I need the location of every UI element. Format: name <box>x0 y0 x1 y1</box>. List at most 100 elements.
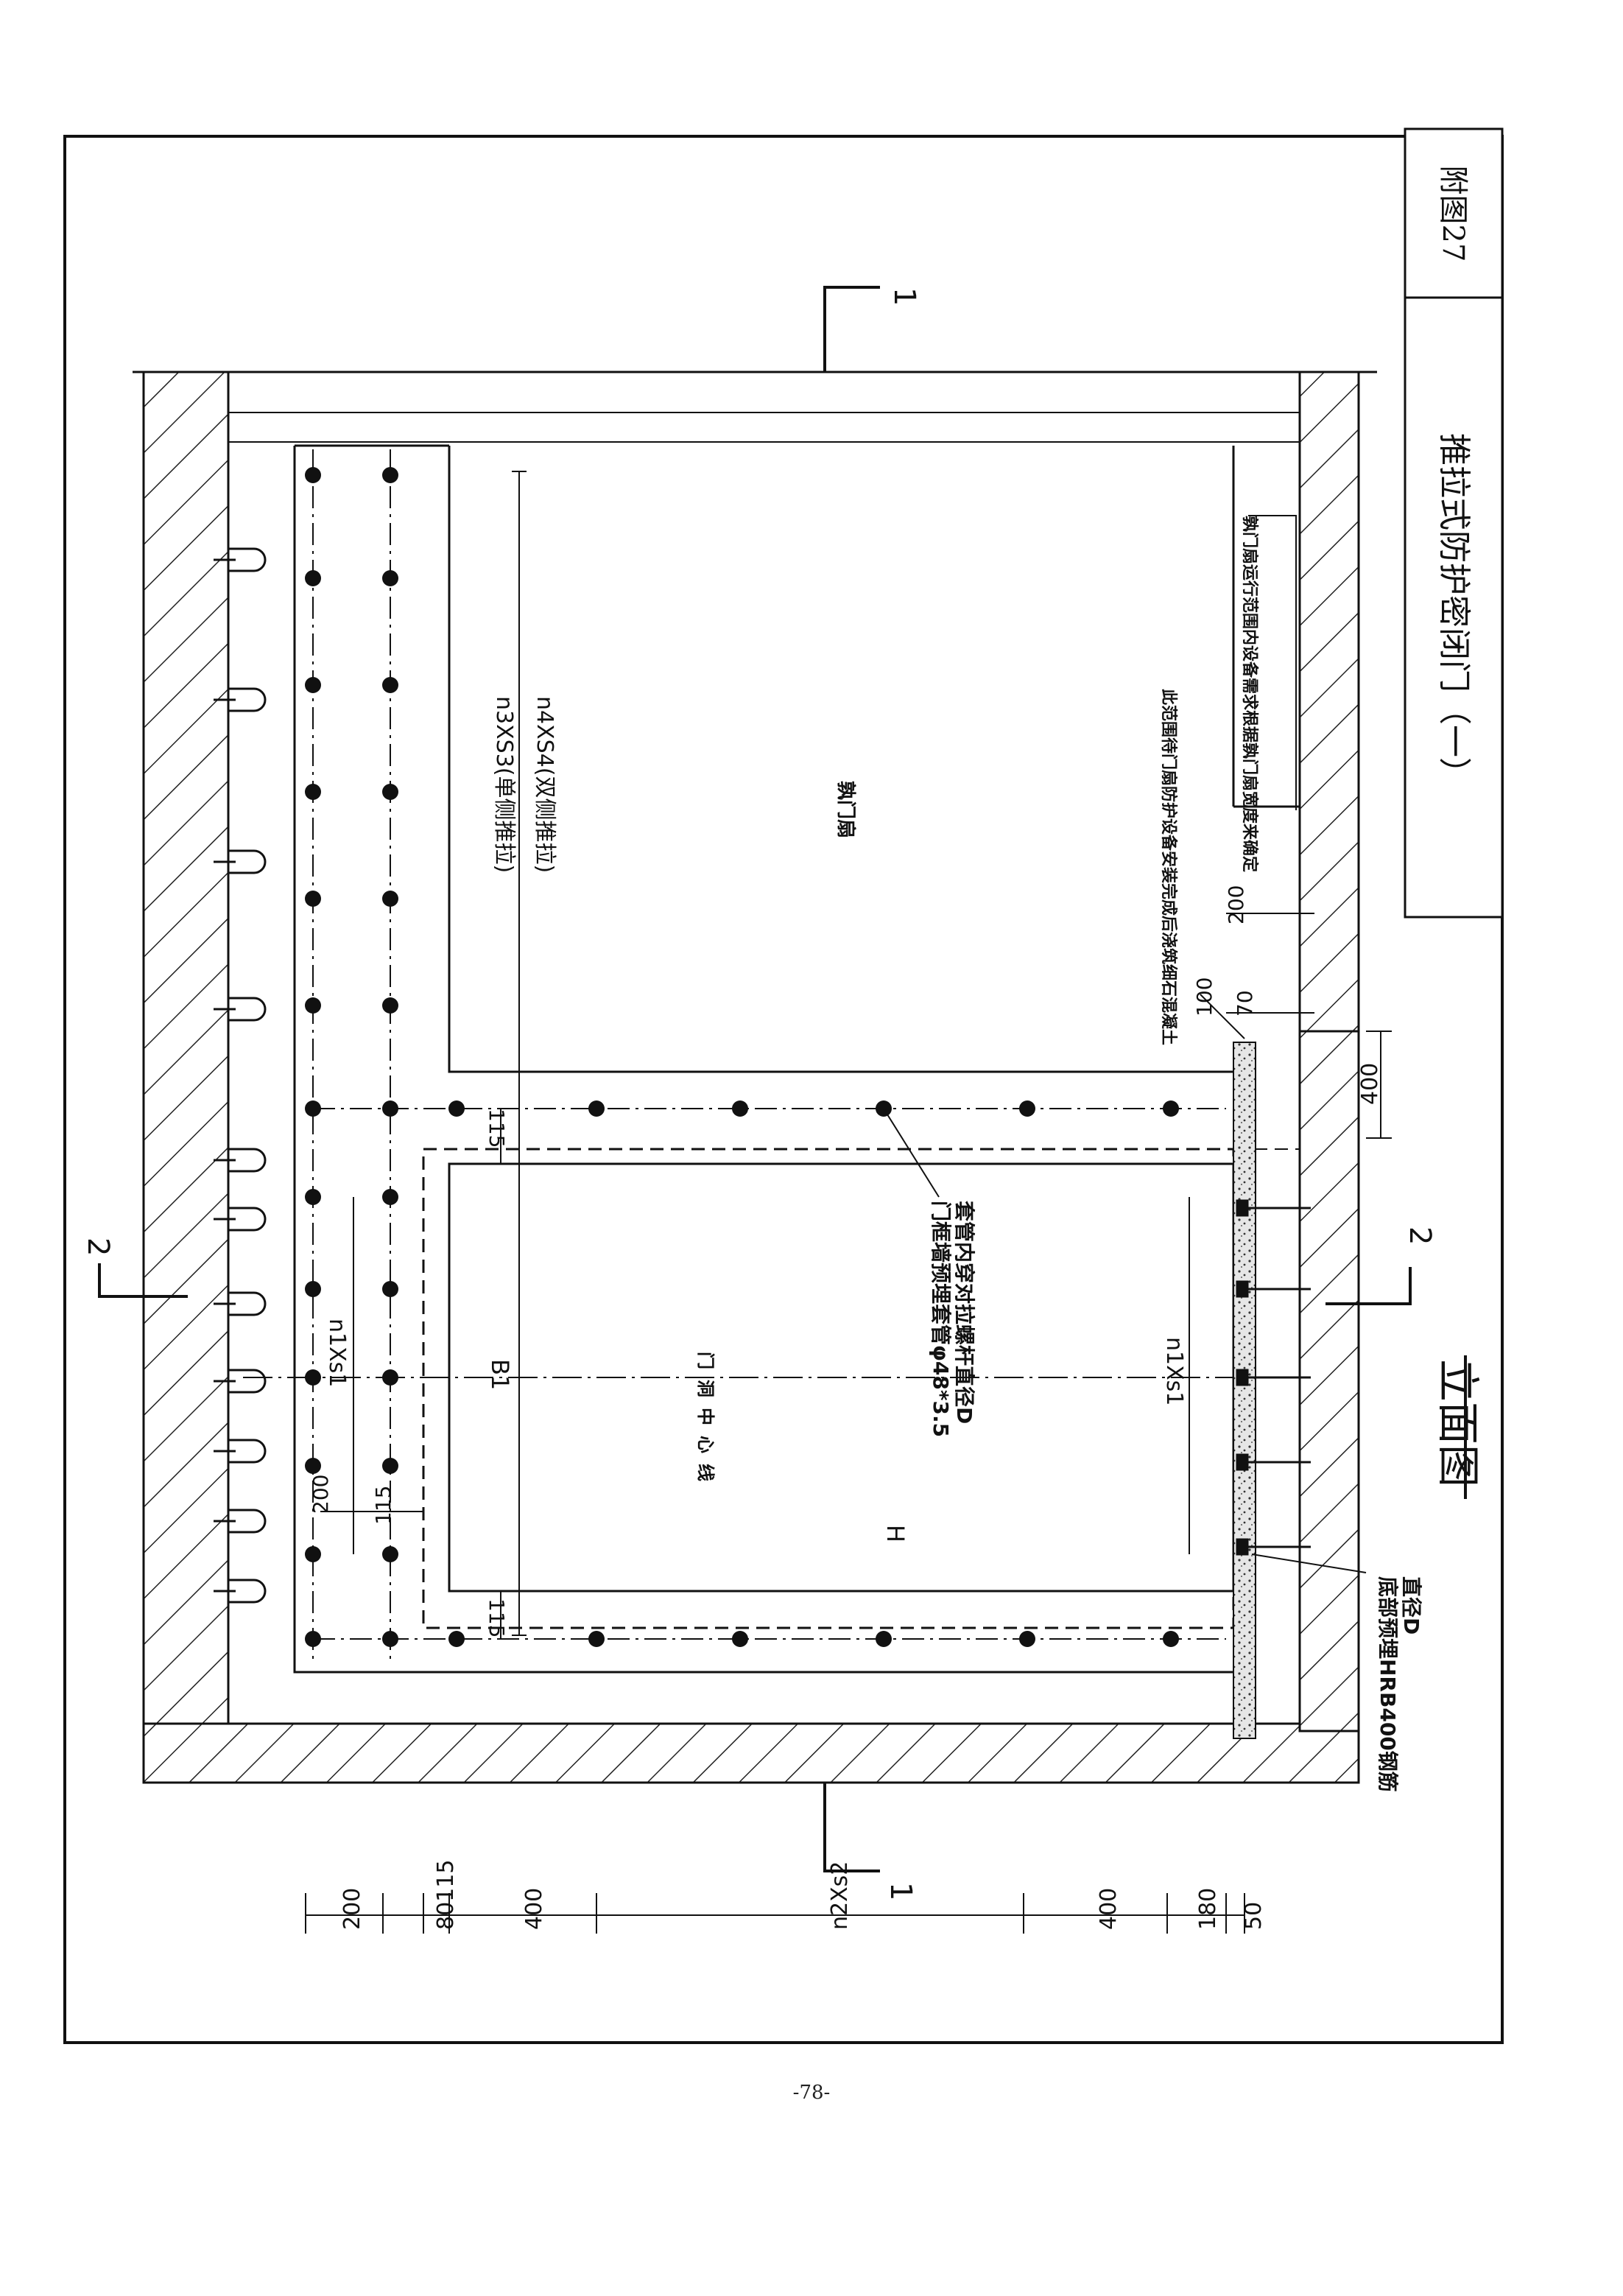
door-frame-outline <box>293 446 1233 1674</box>
dim-chain-400-b: 400 <box>1096 1888 1122 1930</box>
section-mark-2-top <box>98 1263 188 1298</box>
sleeve-rows <box>305 449 1226 1665</box>
sleeve-dot <box>305 891 321 907</box>
bottom-rebar-line2: 直径D <box>1399 1576 1423 1635</box>
dim-100: 100 <box>1192 977 1217 1017</box>
sleeve-leader <box>883 1108 940 1198</box>
anchor-hook <box>214 547 267 572</box>
top-wall <box>142 371 230 1784</box>
sleeve-dot <box>382 997 398 1014</box>
sleeve-dot <box>588 1100 605 1117</box>
sleeve-dot <box>1163 1631 1179 1647</box>
sleeve-dot <box>1019 1631 1035 1647</box>
sleeve-dot <box>448 1100 465 1117</box>
anchor-hook <box>214 1509 267 1534</box>
view-title: 立面图 <box>1433 1359 1483 1487</box>
bottom-rebar-line1: 底部预埋HRB400钢筋 <box>1376 1576 1400 1792</box>
bottom-wall <box>142 1722 1360 1784</box>
sleeve-dot <box>382 1281 398 1297</box>
sleeve-dot <box>382 677 398 693</box>
sleeve-dot <box>305 1631 321 1647</box>
figure-number: 附图27 <box>1436 166 1470 262</box>
floor-note-line1: 孰门扇运行范围内设备需求根据孰门扇宽度来确定 <box>1240 516 1259 872</box>
dim-115-b: 115 <box>485 1598 509 1637</box>
anchor-hook <box>214 1291 267 1316</box>
dim-chain-400-a: 400 <box>521 1888 547 1930</box>
dimension-lines <box>320 471 1392 1639</box>
door-leaf-label: 孰门扇 <box>834 781 857 838</box>
anchor-hook <box>214 997 267 1022</box>
dim-200-b: 200 <box>1224 885 1248 924</box>
dim-chain-200: 200 <box>339 1888 365 1930</box>
section-mark-1-top <box>823 286 880 372</box>
dim-b1: B1 <box>486 1359 514 1390</box>
dim-n1xs1-bottom: n1Xs1 <box>1161 1337 1187 1405</box>
sleeve-note-line2: 套管内穿对拉螺杆直径D <box>952 1201 976 1424</box>
dim-chain-n2xs2: n2Xs2 <box>827 1861 853 1930</box>
sleeve-dot <box>1163 1100 1179 1117</box>
sleeve-dot <box>305 1281 321 1297</box>
bottom-dimension-chain <box>305 1893 1245 1934</box>
sleeve-dot <box>382 1369 398 1386</box>
sleeve-dot <box>588 1631 605 1647</box>
sleeve-dot <box>305 1100 321 1117</box>
door-leaf-outline <box>448 446 1233 1073</box>
section-mark-2-top-label: 2 <box>81 1237 115 1256</box>
sleeve-dot <box>876 1631 892 1647</box>
dim-400-right: 400 <box>1357 1063 1383 1105</box>
sleeve-dot <box>305 1458 321 1474</box>
sleeve-dot <box>732 1631 748 1647</box>
anchor-hook <box>214 1439 267 1464</box>
anchor-hook <box>214 1579 267 1604</box>
dim-n4xs4: n4XS4(双侧推拉) <box>532 696 557 873</box>
title-block <box>1404 127 1504 919</box>
sleeve-dot <box>382 1189 398 1205</box>
sleeve-dot <box>305 784 321 800</box>
sleeve-dot <box>305 1546 321 1562</box>
threshold-leader <box>1200 994 1245 1039</box>
sleeve-dot <box>382 1631 398 1647</box>
sleeve-dot <box>305 570 321 586</box>
sleeve-dot <box>382 1100 398 1117</box>
anchor-hook <box>214 849 267 874</box>
sleeve-note-line1: 门框墙预埋套管φ48*3.5 <box>929 1201 953 1437</box>
door-center-line-label: 门洞中心线 <box>695 1352 716 1492</box>
dim-n3xs3: n3XS3(单侧推拉) <box>491 696 517 873</box>
section-mark-1-top-label: 1 <box>887 287 921 306</box>
threshold-wall <box>1298 1030 1360 1732</box>
sleeve-dot <box>305 677 321 693</box>
section-mark-1-bottom-label: 1 <box>884 1882 918 1900</box>
sheet-title: 推拉式防护密闭门（一） <box>1435 433 1473 790</box>
sleeve-dot <box>448 1631 465 1647</box>
sleeve-dot <box>305 467 321 483</box>
dim-n1xs1-top: n1Xs1 <box>324 1319 350 1387</box>
sleeve-dot <box>305 1189 321 1205</box>
wall-anchor-hooks <box>214 547 267 1604</box>
anchor-hook <box>214 1369 267 1394</box>
section-mark-1-bottom <box>823 1783 880 1872</box>
sleeve-dot <box>305 1369 321 1386</box>
dim-115-c: 115 <box>371 1486 395 1525</box>
anchor-hook <box>214 687 267 712</box>
sleeve-dot <box>382 1546 398 1562</box>
dim-chain-180: 180 <box>1195 1888 1221 1930</box>
sleeve-dot <box>1019 1100 1035 1117</box>
dim-70: 70 <box>1233 990 1257 1017</box>
dim-chain-80115: 80115 <box>433 1860 459 1930</box>
section-mark-2-bottom-label: 2 <box>1403 1226 1437 1245</box>
dim-115-a: 115 <box>485 1109 509 1148</box>
sleeve-dot <box>732 1100 748 1117</box>
sleeve-dot <box>382 467 398 483</box>
floor-note-leader <box>1248 515 1297 810</box>
dim-200-a: 200 <box>309 1475 333 1514</box>
sleeve-dot <box>382 1458 398 1474</box>
sleeve-dot <box>382 784 398 800</box>
page-number: -78- <box>792 2082 831 2104</box>
sleeve-dot <box>305 997 321 1014</box>
bottom-rebars <box>1236 1199 1311 1556</box>
anchor-hook <box>214 1207 267 1232</box>
door-opening-dashed <box>422 1148 1235 1629</box>
threshold-strip <box>1233 1042 1256 1739</box>
